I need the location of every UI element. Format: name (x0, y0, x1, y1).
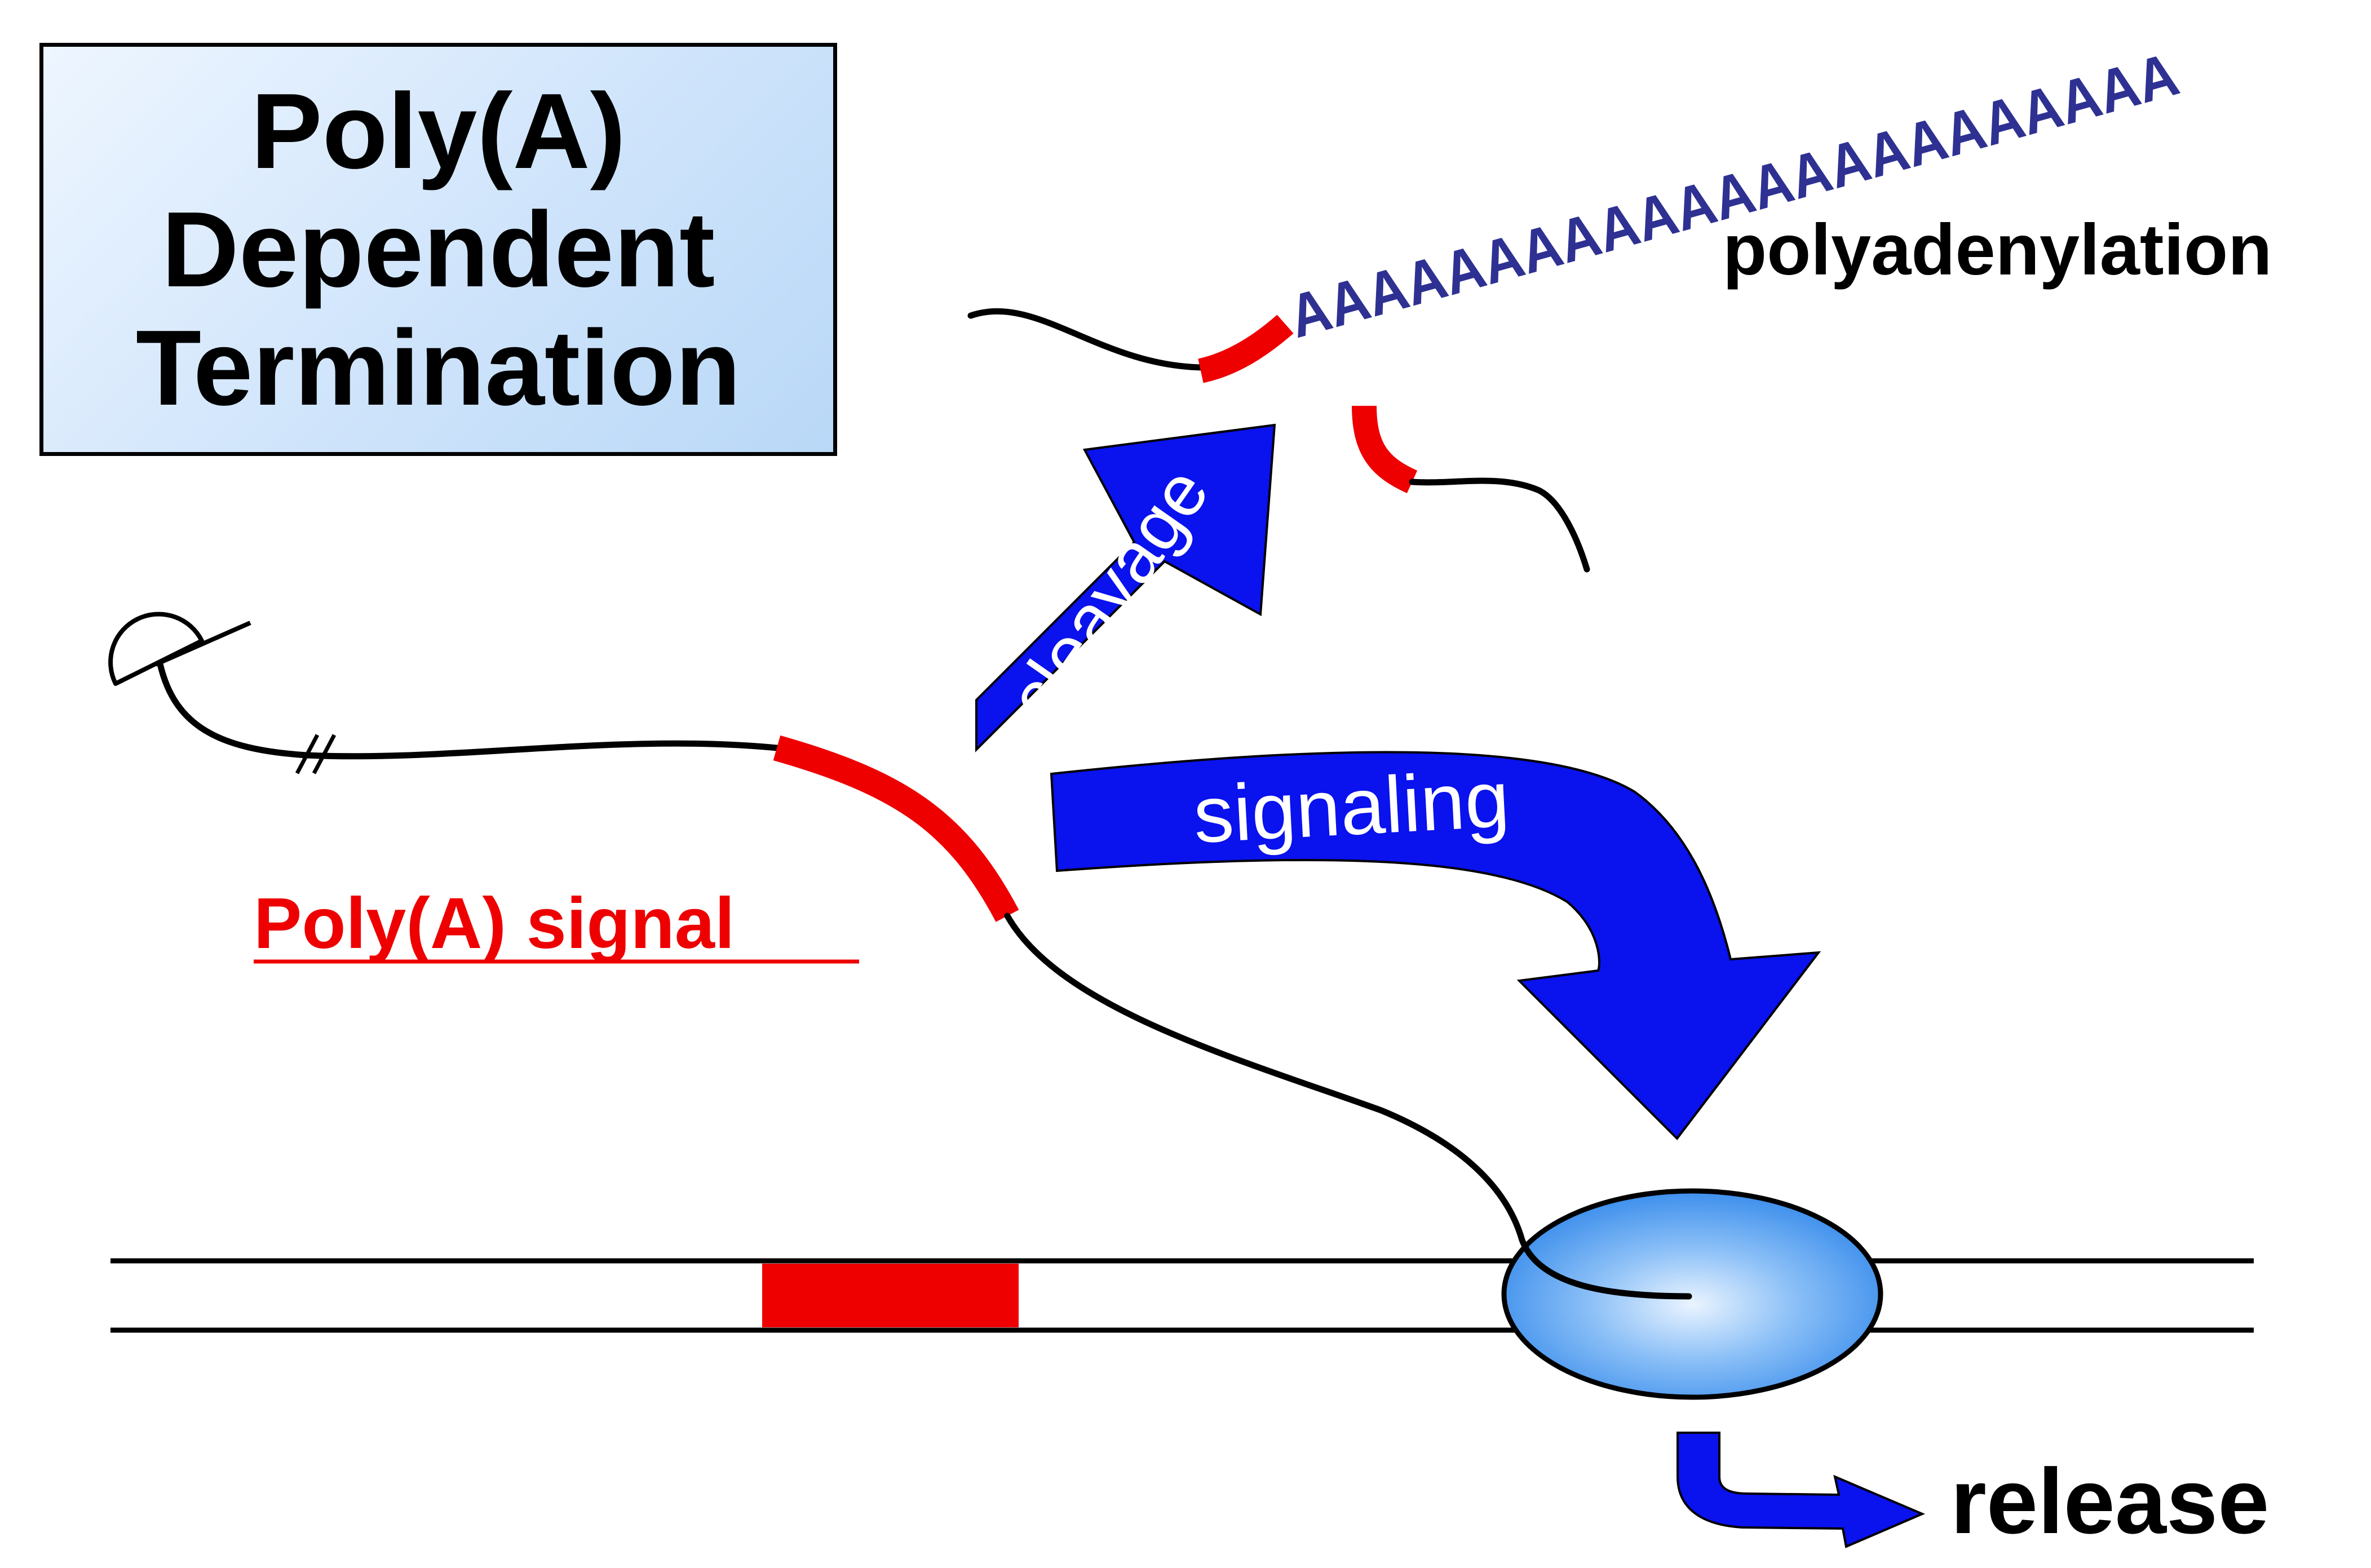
polya-signal-label: Poly(A) signal (254, 883, 735, 964)
five-prime-cap-icon (108, 612, 251, 686)
title-box: Poly(A) Dependent Termination (39, 43, 837, 456)
release-arrow (1676, 1432, 1926, 1548)
signaling-arrow (1050, 751, 1821, 1141)
rna-polymerase (1501, 1188, 1883, 1400)
title-line-1: Poly(A) (251, 71, 626, 191)
release-label: release (1950, 1450, 2269, 1553)
sequence-break-icon (295, 734, 337, 774)
polya-tail-label: AAAAAAAAAAAAAAAAAAAAAAA (1282, 39, 2186, 351)
transcript-polya-signal (773, 735, 1019, 922)
cleavage-arrow (975, 423, 1276, 752)
dna-polya-signal-region (762, 1264, 1019, 1327)
polyadenylation-label: polyadenylation (1723, 210, 2272, 290)
title-line-2: Dependent (161, 189, 715, 309)
signaling-label: signaling (1191, 754, 1511, 860)
cleaved-upstream-signal (1197, 315, 1294, 383)
nascent-transcript-left (157, 661, 780, 760)
nascent-transcript-right (1004, 913, 1692, 1300)
cleaved-upstream-rna (967, 308, 1207, 371)
cleaved-downstream-rna (1409, 477, 1590, 573)
cleaved-downstream-signal (1352, 405, 1418, 494)
title-line-3: Termination (135, 308, 741, 428)
